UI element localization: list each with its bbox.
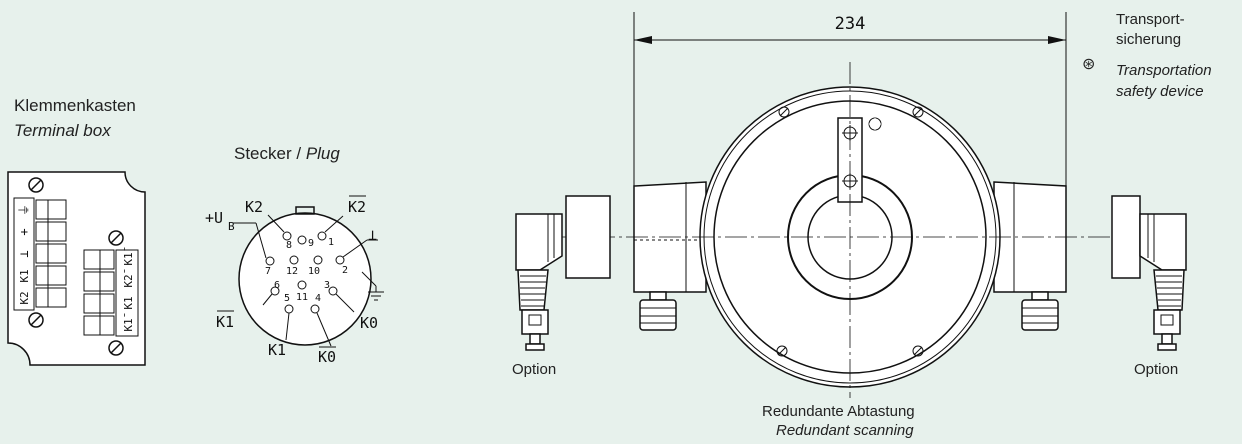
option-right-label: Option (1134, 361, 1179, 378)
pin-3: 3 (324, 280, 330, 291)
signal-k1: K1 (268, 341, 286, 359)
terminal-box-title-en: Terminal box (14, 121, 111, 140)
option-left-label: Option (512, 361, 557, 378)
transport-title-de-2: sicherung (1116, 31, 1182, 48)
signal-k2: K2 (245, 198, 263, 216)
signal-k1-bar: K1 (216, 313, 234, 331)
transport-title-en-2: safety device (1116, 83, 1204, 100)
signal-ub-subscript: B (228, 220, 235, 233)
ring-screws (776, 106, 924, 357)
screw-icon (108, 340, 124, 356)
pin-12: 12 (286, 266, 298, 277)
transport-title-de-1: Transport- (1116, 11, 1185, 28)
plug-title-de: Stecker / (234, 144, 306, 163)
pin-1: 1 (328, 237, 334, 248)
pin-6: 6 (274, 280, 280, 291)
transport-symbol-icon: ⊛ (1082, 56, 1096, 73)
terminal-left-1: ⏚ (17, 204, 31, 216)
terminal-box-title-de: Klemmenkasten (14, 96, 136, 115)
pin-4: 4 (315, 293, 321, 304)
encoder-main-view: 234 (515, 12, 1187, 398)
signal-k0: K0 (360, 314, 378, 332)
signal-ub: +U (205, 209, 223, 227)
signal-k2-bar: K2 (348, 198, 366, 216)
plug-pins (265, 231, 345, 314)
redundant-scanning-en: Redundant scanning (776, 422, 914, 439)
option-connector-right (1139, 213, 1187, 351)
option-flange-right (1111, 195, 1141, 279)
terminal-left-5: K2 (18, 291, 31, 304)
pin-8: 8 (286, 240, 292, 251)
pin-7: 7 (265, 266, 271, 277)
transport-symbol-mark (868, 117, 882, 131)
pin-10: 10 (308, 266, 320, 277)
terminal-left-3: ⊥ (17, 250, 31, 257)
pin-9: 9 (308, 238, 314, 249)
redundant-scanning-de: Redundante Abtastung (762, 403, 915, 420)
terminal-left-4: K1 (18, 269, 31, 282)
screw-icon (108, 230, 124, 246)
signal-k0-bar: K0 (318, 348, 336, 366)
plug-diagram: 1 2 3 4 5 6 7 8 9 10 11 12 (205, 195, 384, 366)
pin-5: 5 (284, 293, 290, 304)
pin-2: 2 (342, 265, 348, 276)
transport-title-en-1: Transportation (1116, 62, 1212, 79)
left-terminal-labels (13, 197, 35, 311)
terminal-right-3: K1 (122, 296, 135, 309)
signal-ground: ⊥ (368, 226, 377, 244)
plug-key (295, 206, 315, 215)
option-connector-left (515, 213, 563, 351)
left-terminal-text: ⏚ + ⊥ K1 K2 (17, 204, 31, 305)
screw-icon (28, 312, 44, 328)
terminal-box: ⏚ + ⊥ K1 K2 K1̄ K2̄ K1 K1̄ (7, 171, 146, 366)
cable-gland-right (1021, 291, 1059, 331)
option-flange-left (565, 195, 611, 279)
plug-face (238, 212, 372, 346)
pin-11: 11 (296, 292, 308, 303)
plug-title: Stecker / Plug (234, 143, 340, 164)
cable-gland-left (639, 291, 677, 331)
terminal-left-2: + (17, 228, 31, 235)
plug-title-en: Plug (305, 144, 340, 163)
screw-icon (28, 177, 44, 193)
dimension-value: 234 (835, 14, 866, 34)
